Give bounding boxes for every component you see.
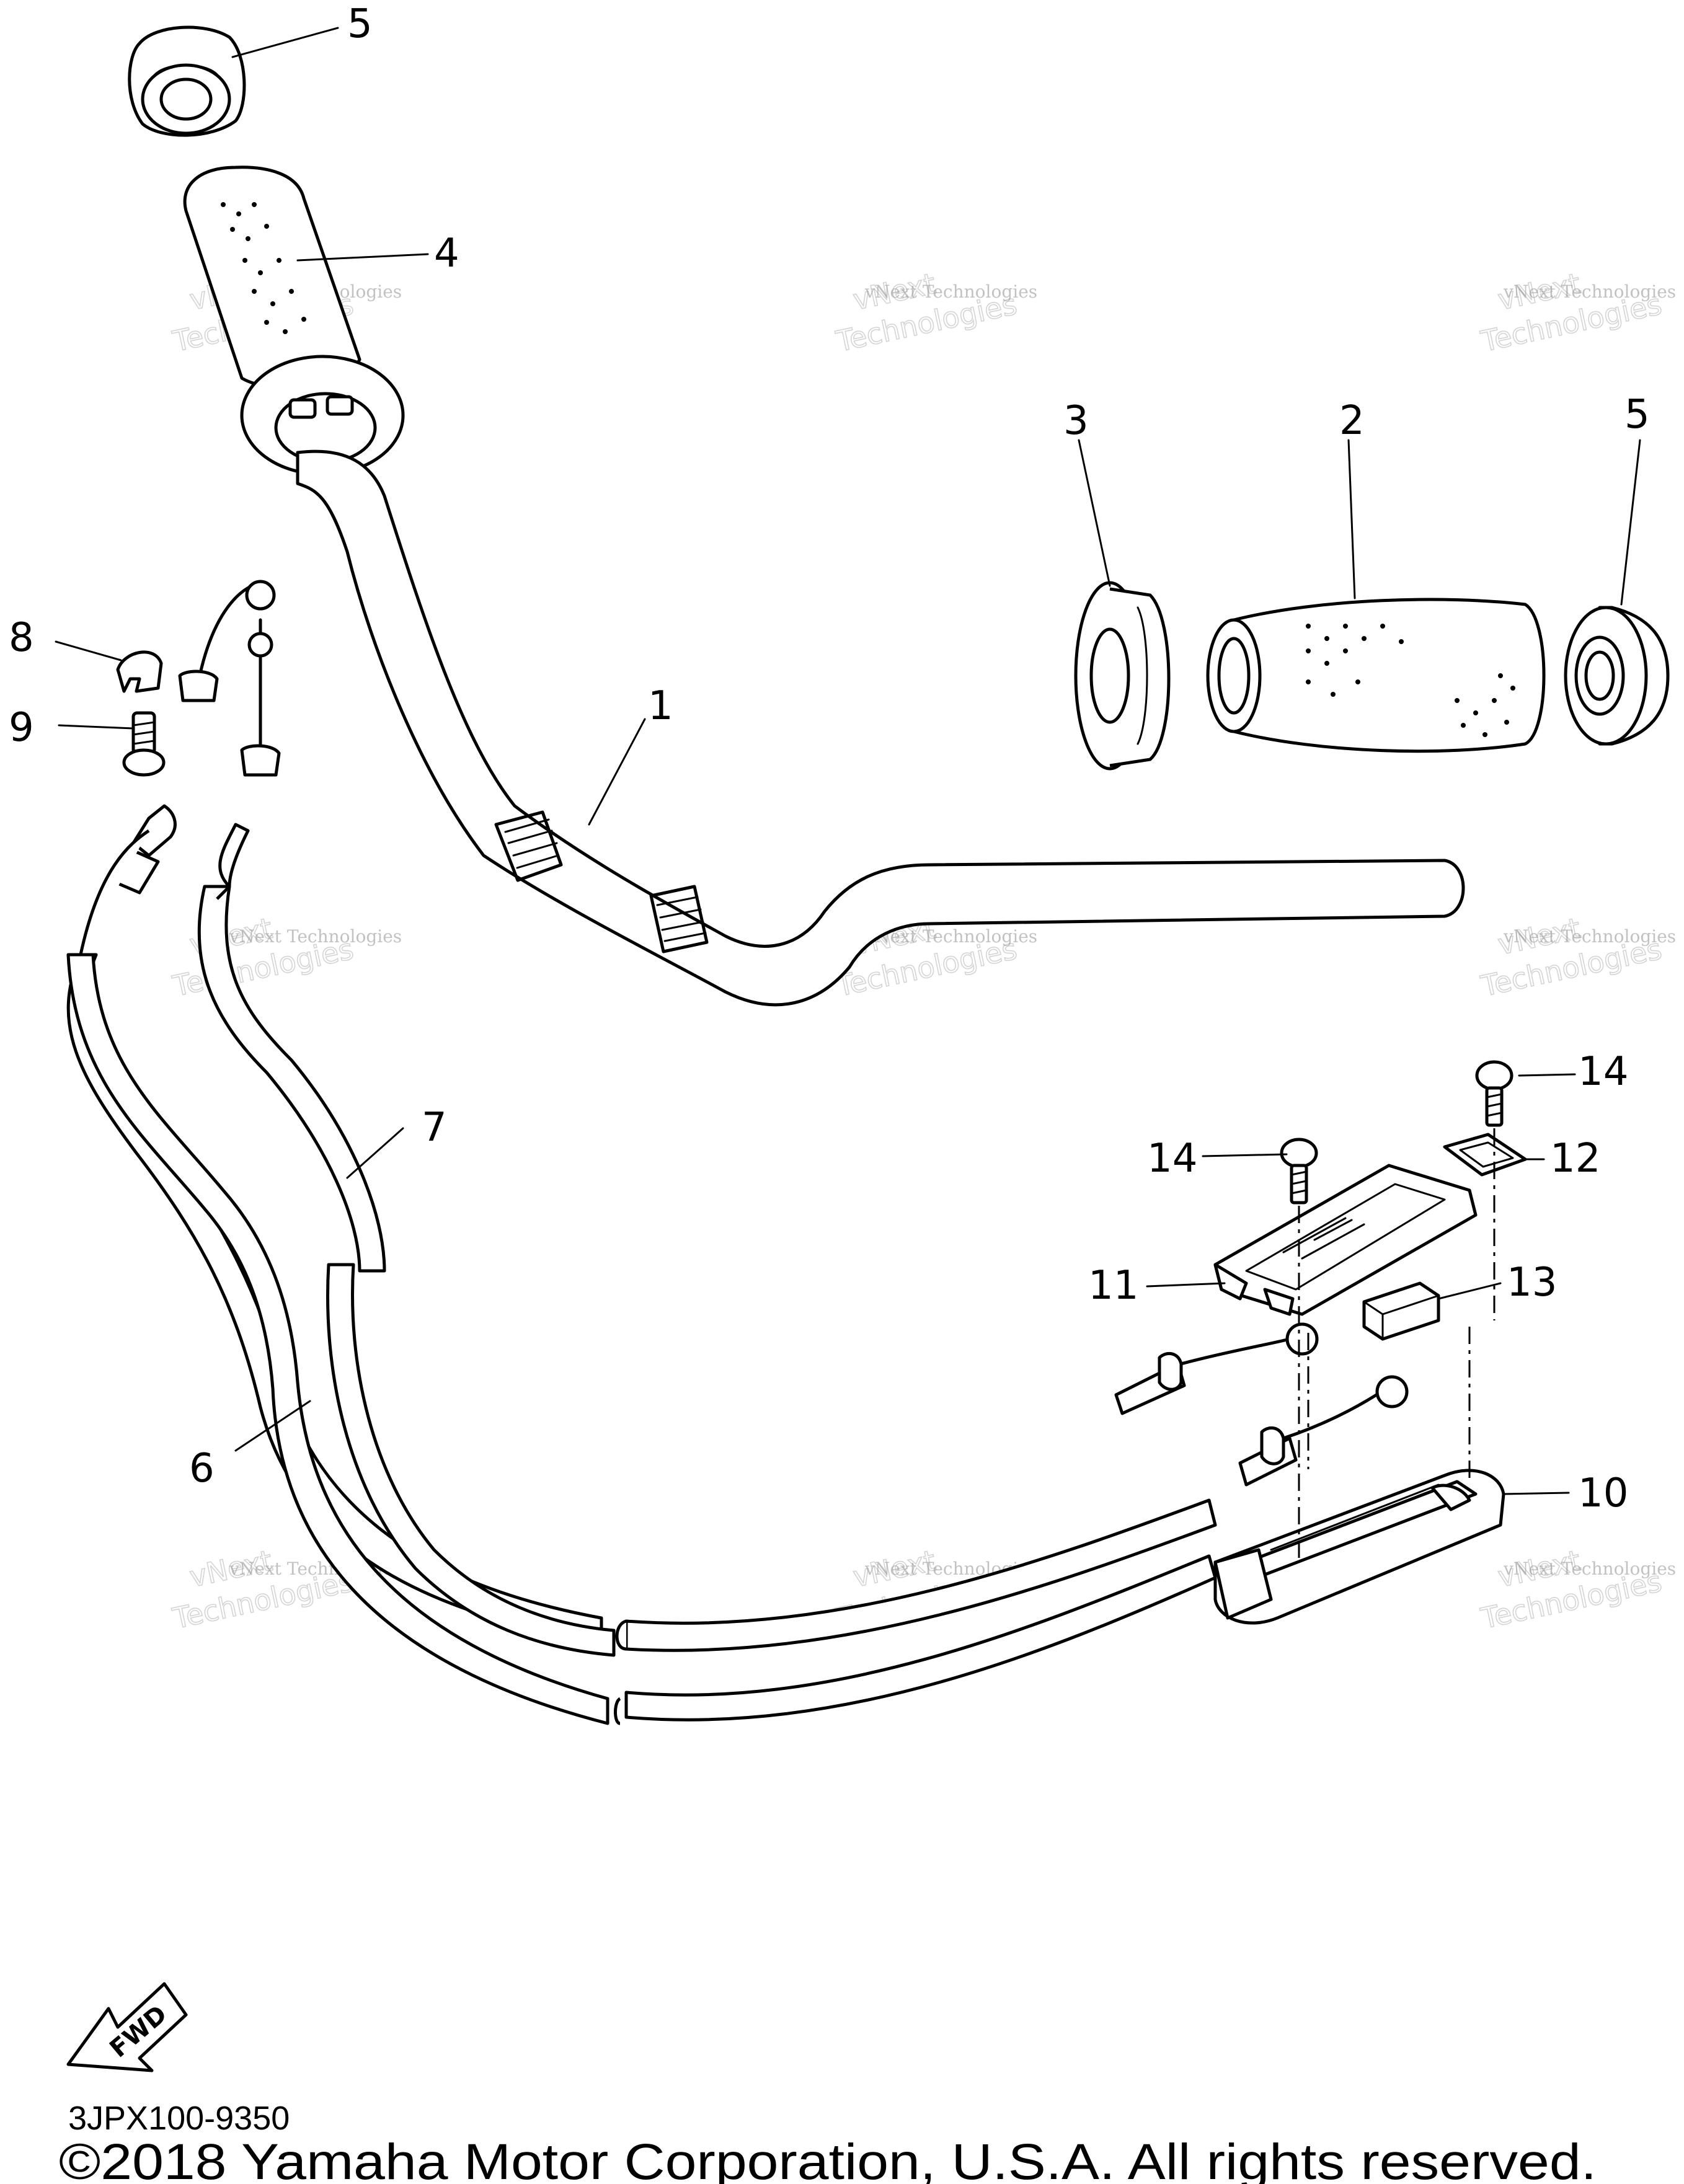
callout-6: 6 [189, 1446, 215, 1492]
switch-housing [1213, 1469, 1505, 1625]
watermark-text: vNext Technologies [229, 926, 402, 947]
callout-labels: 5 4 3 2 5 8 9 1 7 14 14 12 11 13 6 10 [9, 1, 1650, 1516]
grip-end-cap-top [128, 25, 246, 137]
handlebar-clamp-band [494, 810, 563, 882]
callout-7: 7 [422, 1105, 447, 1151]
callout-13: 13 [1507, 1260, 1557, 1306]
callout-1: 1 [648, 683, 673, 729]
callout-8: 8 [9, 615, 34, 661]
switch-button [1362, 1281, 1440, 1341]
throttle-cable-outer-6 [66, 829, 1217, 1722]
watermark-text: vNext Technologies [864, 281, 1037, 302]
right-grip-collar [1074, 581, 1171, 771]
handlebar [296, 449, 1465, 1007]
copyright-notice: ©2018 Yamaha Motor Corporation, U.S.A. A… [59, 2134, 1597, 2184]
callout-5: 5 [347, 1, 373, 47]
grip-end-cap-right [1564, 606, 1670, 746]
watermark-text: vNext Technologies [1503, 926, 1676, 947]
callout-14: 14 [1147, 1136, 1197, 1182]
seal [1443, 1133, 1527, 1177]
callout-3: 3 [1063, 398, 1089, 444]
screw [1475, 1060, 1513, 1127]
switch-cover [1213, 1164, 1478, 1316]
callout-9: 9 [9, 705, 34, 751]
right-grip [1206, 598, 1546, 753]
grip-texture [221, 202, 306, 334]
watermark: vNext Technologies [169, 911, 357, 1004]
callout-10: 10 [1578, 1470, 1628, 1516]
screw [1280, 1138, 1318, 1205]
watermark: vNext Technologies [1478, 1543, 1665, 1636]
callout-11: 11 [1088, 1263, 1138, 1309]
throttle-cable-outer-7 [66, 823, 621, 1725]
callout-14: 14 [1578, 1049, 1628, 1095]
callout-2: 2 [1339, 398, 1365, 444]
callout-12: 12 [1550, 1136, 1600, 1182]
grip-texture [1306, 624, 1515, 737]
forward-arrow: FWD [66, 1982, 188, 2072]
watermark-text: vNext Technologies [1503, 1558, 1676, 1579]
watermark-text: vNext Technologies [1503, 281, 1676, 302]
bolt [122, 711, 166, 777]
diagram-code: 3JPX100-9350 [68, 2100, 290, 2137]
left-grip [183, 166, 405, 476]
watermark: vNext Technologies [833, 266, 1021, 359]
throttle-cable [116, 580, 281, 895]
callout-5: 5 [1624, 392, 1650, 438]
callout-4: 4 [434, 231, 459, 276]
cable-ends-right [1114, 1322, 1409, 1487]
watermark-group: vNext Technologies vNext Technologies vN… [169, 266, 1677, 1636]
cable-clip [116, 650, 163, 693]
watermark: vNext Technologies [1478, 911, 1665, 1004]
leader-lines [55, 27, 1641, 1495]
handlebar-clamp-band [649, 885, 709, 953]
watermark: vNext Technologies [1478, 266, 1665, 359]
assembly-guide-lines [1298, 1128, 1496, 1562]
